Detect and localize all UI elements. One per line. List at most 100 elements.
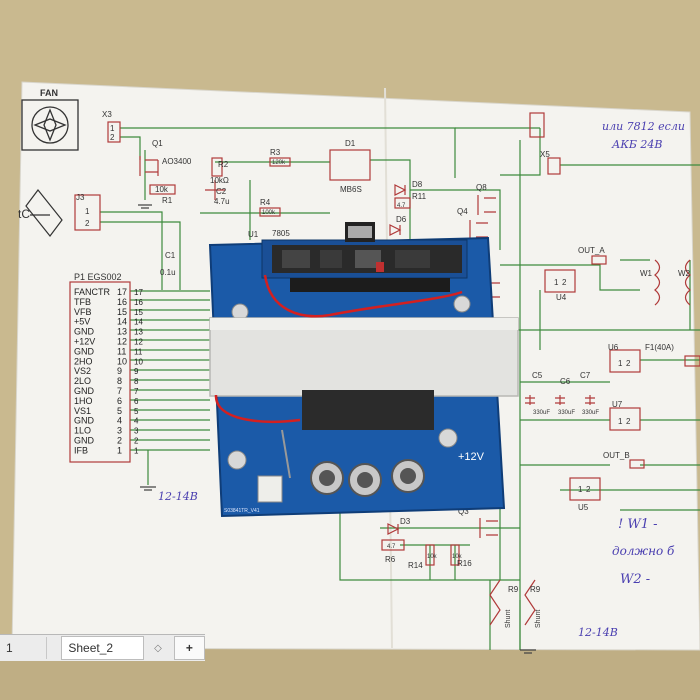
r3-value: 120k: [272, 160, 286, 166]
add-sheet-button[interactable]: +: [173, 636, 205, 660]
p1-pin-number: 12: [117, 337, 127, 347]
sheet-tab-bar: 1 Sheet_2 ◇ +: [0, 634, 205, 661]
p1-pin-name: +5V: [74, 317, 90, 327]
p1-pin-net-number: 10: [134, 357, 143, 366]
chevron-icon[interactable]: ◇: [154, 642, 162, 654]
p1-pin-number: 11: [117, 346, 126, 356]
thermistor-icon: [25, 189, 63, 237]
c5-label: C5: [532, 371, 543, 380]
p1-pin-net-number: 11: [134, 347, 143, 356]
fan-icon: [21, 99, 79, 151]
r4-value: 100k: [262, 210, 276, 216]
u4-pin2: 2: [562, 278, 567, 287]
p1-pin-number: 15: [117, 307, 127, 317]
p1-pin-number: 17: [117, 287, 127, 297]
shunt-label-b: Shunt: [535, 610, 542, 628]
p1-pin-name: GND: [74, 346, 95, 356]
r14-label: R14: [408, 561, 423, 570]
c2-label: C2: [216, 187, 227, 196]
p1-pin-net-number: 6: [134, 397, 139, 406]
d3-label: D3: [400, 517, 411, 526]
p1-pin-net-number: 12: [134, 338, 143, 347]
p1-pin-name: IFB: [74, 445, 88, 455]
d1-label: D1: [345, 139, 356, 148]
r11-label: R11: [412, 192, 427, 201]
note-bottom-left: 12-14В: [158, 490, 198, 503]
out-a-label: OUT_A: [578, 246, 605, 255]
c1-value: 0.1u: [160, 268, 176, 277]
r9-label-a: R9: [508, 585, 519, 594]
r3-label: R3: [270, 148, 281, 157]
p1-pin-number: 5: [117, 406, 122, 416]
inverter-pcb: +12V S03841TR_V41: [208, 222, 519, 518]
c2-value: 4.7u: [214, 197, 230, 206]
r2-value: 10kΩ: [210, 176, 229, 185]
p1-pin-net-number: 3: [134, 427, 139, 436]
w1-label: W1: [640, 269, 653, 278]
p1-pin-net-number: 17: [134, 288, 143, 297]
out-b-label: OUT_B: [603, 451, 630, 460]
u1-part: 7805: [272, 229, 290, 238]
c7-label: C7: [580, 371, 591, 380]
p1-pin-net-number: 7: [134, 387, 139, 396]
p1-pin-name: GND: [74, 416, 95, 426]
c6-value: 330uF: [558, 410, 575, 416]
p1-pin-name: GND: [74, 436, 95, 446]
p1-pin-number: 10: [117, 356, 127, 366]
p1-pin-number: 7: [117, 386, 122, 396]
p1-pin-name: 1LO: [74, 426, 91, 436]
tab-sheet-2[interactable]: Sheet_2: [61, 636, 145, 660]
u1-label: U1: [248, 230, 259, 239]
q8-label: Q8: [476, 183, 487, 192]
p1-pin-number: 14: [117, 317, 127, 327]
shunt-label-a: Shunt: [505, 610, 512, 628]
board-silk-label: S03841TR_V41: [224, 508, 260, 514]
p1-pin-net-number: 13: [134, 328, 143, 337]
r1-label: R1: [162, 196, 173, 205]
p1-pin-net-number: 8: [134, 377, 139, 386]
j3-label: J3: [76, 193, 85, 202]
p1-pin-name: 2HO: [74, 356, 93, 366]
q1-part: AO3400: [162, 157, 192, 166]
d6-label: D6: [396, 215, 407, 224]
u4-pins: 1: [554, 278, 559, 287]
r16-label: R16: [457, 559, 472, 568]
u5-label: U5: [578, 503, 589, 512]
p1-pin-name: +12V: [74, 337, 95, 347]
u4-label: U4: [556, 293, 567, 302]
note-top-right-1: или 7812 если: [602, 120, 685, 133]
r14-value: 10k: [427, 554, 438, 560]
d8-label: D8: [412, 180, 423, 189]
p1-pin-net-number: 1: [134, 446, 139, 455]
u6-label: U6: [608, 343, 619, 352]
x3-pin1: 1: [110, 124, 115, 133]
p1-pin-number: 2: [117, 436, 122, 446]
p1-pin-net-number: 2: [134, 437, 139, 446]
p1-pin-name: 1HO: [74, 396, 93, 406]
sheet-number-field[interactable]: 1: [0, 637, 48, 659]
ground-symbols: [138, 204, 536, 654]
p1-pin-number: 4: [117, 416, 122, 426]
w2-label: W2: [678, 269, 691, 278]
c7-value: 330uF: [582, 410, 599, 416]
p1-pin-net-number: 16: [134, 298, 143, 307]
note-side-1: ! W1 -: [618, 517, 658, 532]
note-side-3: W2 -: [620, 572, 650, 587]
p1-pin-name: 2LO: [74, 376, 91, 386]
r6-value: 4.7: [387, 544, 396, 550]
schematic-wires: [100, 127, 700, 650]
u5-pin1: 1: [578, 485, 583, 494]
p1-pin-net-number: 5: [134, 407, 139, 416]
tc-label: tC: [18, 207, 30, 221]
note-top-right-2: АКБ 24В: [611, 138, 663, 151]
x3-label: X3: [102, 110, 112, 119]
schematic-parts: [74, 112, 700, 626]
p1-pin-net-number: 9: [134, 367, 139, 376]
note-bottom-right: 12-14В: [578, 626, 618, 639]
p1-pin-number: 8: [117, 376, 122, 386]
u5-pin2: 2: [586, 485, 591, 494]
u7-pin1: 1: [618, 417, 623, 426]
r1-value: 10k: [155, 185, 169, 194]
u6-pin1: 1: [618, 359, 623, 368]
